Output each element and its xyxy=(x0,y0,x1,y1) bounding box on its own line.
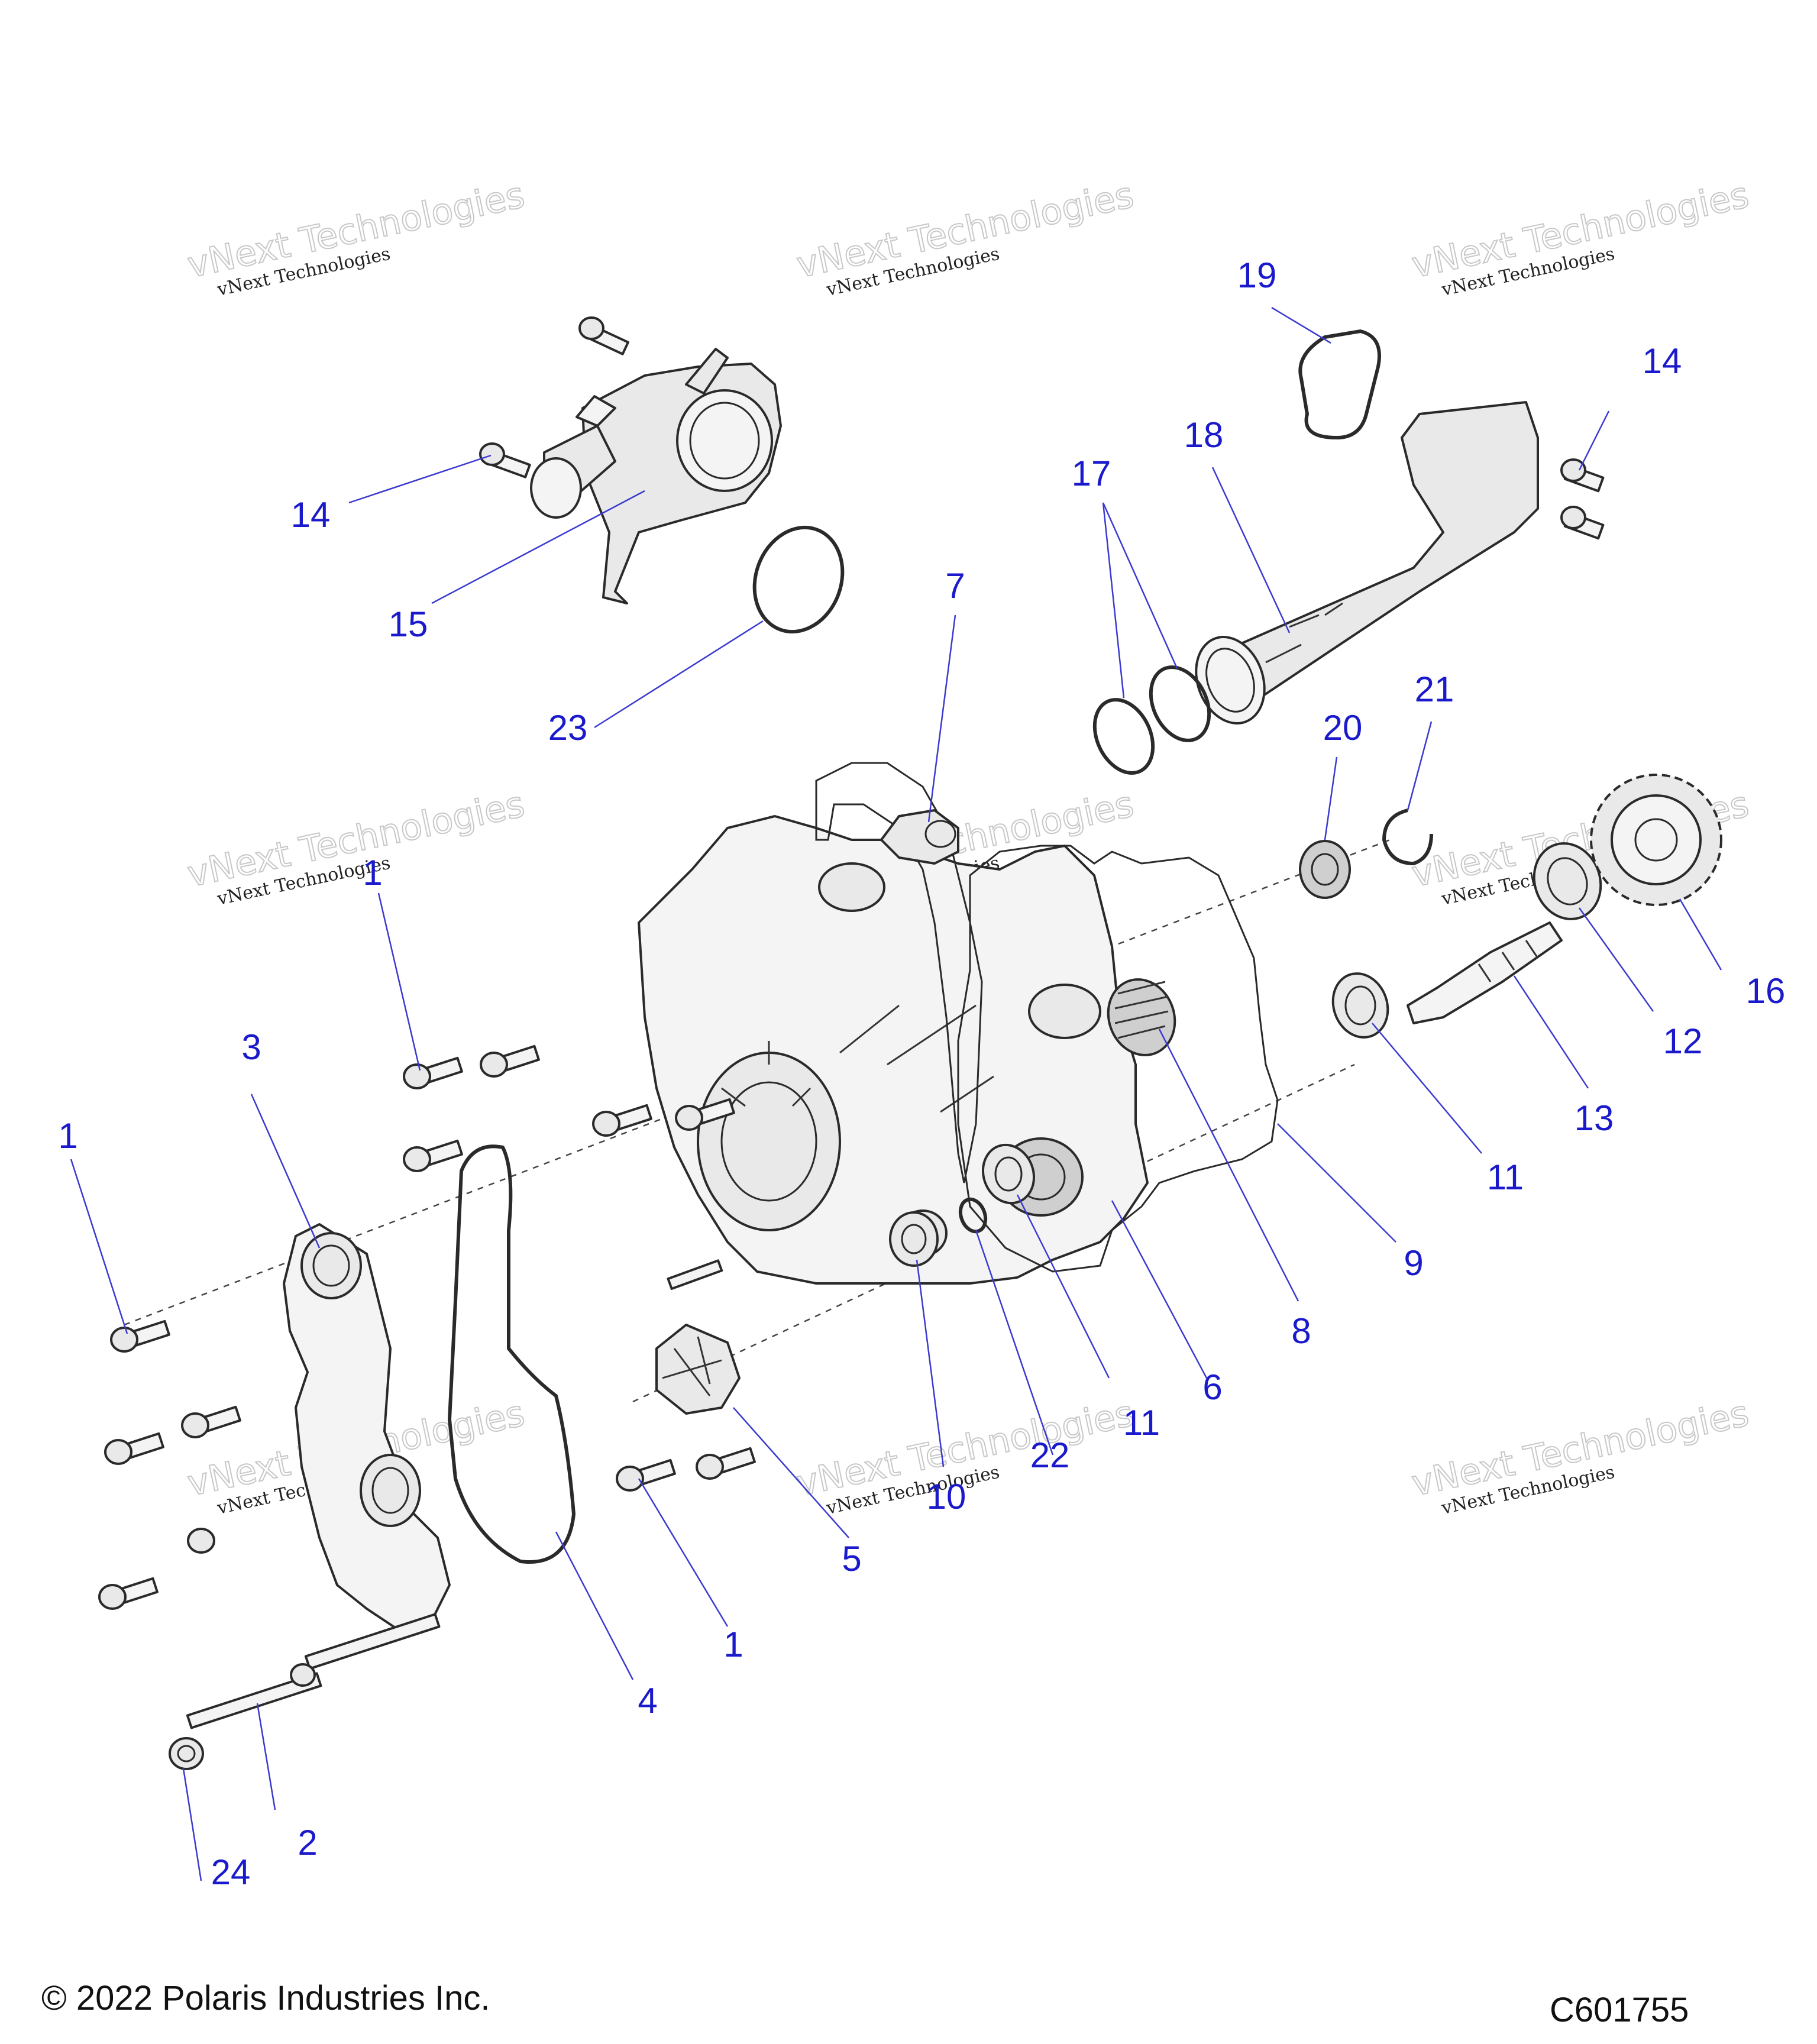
watermark-4: vNext Technologies vNext Technologies xyxy=(183,783,529,910)
bolt-thermostat-top xyxy=(578,316,629,355)
water-pump-cover xyxy=(638,815,1149,1285)
callout-part-8: 8 xyxy=(1291,1311,1311,1351)
watermark-9: vNext Technologies vNext Technologies xyxy=(1408,1392,1753,1519)
cover-top-gasket xyxy=(815,762,983,1183)
washer-10 xyxy=(889,1211,939,1267)
callout-part-14-right: 14 xyxy=(1643,341,1682,381)
callout-part-11-lower: 11 xyxy=(1123,1403,1160,1443)
bolt-1-b xyxy=(403,1056,463,1089)
bolt-1-e xyxy=(592,1104,652,1137)
bolt-thermostat-left xyxy=(479,442,531,478)
callout-part-3: 3 xyxy=(241,1027,261,1067)
callout-part-19: 19 xyxy=(1237,256,1277,295)
parts xyxy=(98,316,1722,1770)
callout-part-15: 15 xyxy=(389,604,428,644)
bolt-1-h xyxy=(181,1405,241,1438)
callout-part-2: 2 xyxy=(298,1823,317,1862)
callout-part-13: 13 xyxy=(1574,1098,1614,1138)
callout-part-1-left: 1 xyxy=(58,1116,77,1156)
callout-part-12: 12 xyxy=(1663,1021,1703,1061)
bearing-20 xyxy=(1299,840,1351,899)
thermostat-housing xyxy=(530,348,782,604)
watermarks: vNext Technologies vNext Technologies vN… xyxy=(183,174,1753,1519)
seal-11-lower xyxy=(981,1143,1036,1205)
fitting-7 xyxy=(880,809,959,865)
callout-part-7: 7 xyxy=(945,566,965,606)
callout-part-22: 22 xyxy=(1030,1435,1070,1475)
shaft-13 xyxy=(1407,921,1563,1024)
bolt-1-j xyxy=(616,1458,676,1492)
bolts-pipe-right xyxy=(1560,458,1605,540)
thermostat-o-ring-23 xyxy=(752,525,845,634)
impeller-5 xyxy=(655,1259,741,1415)
seal-11-upper xyxy=(1331,972,1389,1039)
callout-part-5: 5 xyxy=(842,1539,861,1579)
callout-part-9: 9 xyxy=(1404,1243,1423,1283)
callout-part-16: 16 xyxy=(1746,971,1786,1011)
leader-lines xyxy=(70,306,1722,1881)
plug-8 xyxy=(1107,978,1176,1056)
callout-part-1-top: 1 xyxy=(363,853,382,892)
callout-part-11-upper: 11 xyxy=(1487,1157,1524,1197)
cover-gasket-9 xyxy=(957,845,1279,1273)
long-rod-2 xyxy=(186,1613,441,1729)
pipe-o-rings-17 xyxy=(1092,665,1211,775)
callout-labels: 1 1 1 2 3 4 5 6 7 8 9 10 11 11 12 13 14 … xyxy=(58,256,1785,1892)
callout-part-20: 20 xyxy=(1323,708,1363,748)
bolt-1-g xyxy=(104,1432,164,1465)
copyright-notice: © 2022 Polaris Industries Inc. xyxy=(41,1979,490,2017)
watermark-3: vNext Technologies vNext Technologies xyxy=(1408,174,1753,300)
watermark-2: vNext Technologies vNext Technologies xyxy=(793,174,1138,300)
bolt-1-c xyxy=(480,1044,540,1078)
callout-part-6: 6 xyxy=(1202,1367,1222,1407)
callout-part-17: 17 xyxy=(1072,454,1111,493)
callout-part-14-left: 14 xyxy=(291,495,331,535)
bolts-1 xyxy=(98,1044,756,1610)
o-ring-22 xyxy=(958,1197,988,1234)
nut-24 xyxy=(169,1737,204,1770)
watermark-1: vNext Technologies vNext Technologies xyxy=(183,174,529,300)
watermark-8: vNext Technologies vNext Technologies xyxy=(793,1392,1138,1519)
callout-part-24: 24 xyxy=(211,1852,251,1892)
coolant-pipe xyxy=(1195,401,1539,725)
bolt-1-l xyxy=(187,1528,215,1554)
pipe-gasket-19 xyxy=(1298,329,1381,440)
pump-housing-3 xyxy=(283,1223,451,1634)
callout-part-21: 21 xyxy=(1415,670,1454,709)
bolt-1-d xyxy=(403,1139,463,1172)
gear-16 xyxy=(1590,774,1722,906)
callout-part-18: 18 xyxy=(1184,415,1224,455)
callout-part-1-bottom: 1 xyxy=(723,1625,743,1664)
callout-part-4: 4 xyxy=(638,1681,657,1720)
gasket-belt-4 xyxy=(447,1144,576,1564)
callout-part-23: 23 xyxy=(548,708,588,748)
snap-ring-21 xyxy=(1382,808,1433,866)
bolt-1-k xyxy=(696,1447,756,1480)
diagram-id: C601755 xyxy=(1550,1991,1689,2029)
bearing-12 xyxy=(1533,842,1602,920)
bolt-1-a xyxy=(110,1319,170,1353)
bolt-1-f xyxy=(675,1098,735,1131)
callout-part-10: 10 xyxy=(927,1477,966,1516)
bolt-1-i xyxy=(98,1577,159,1610)
